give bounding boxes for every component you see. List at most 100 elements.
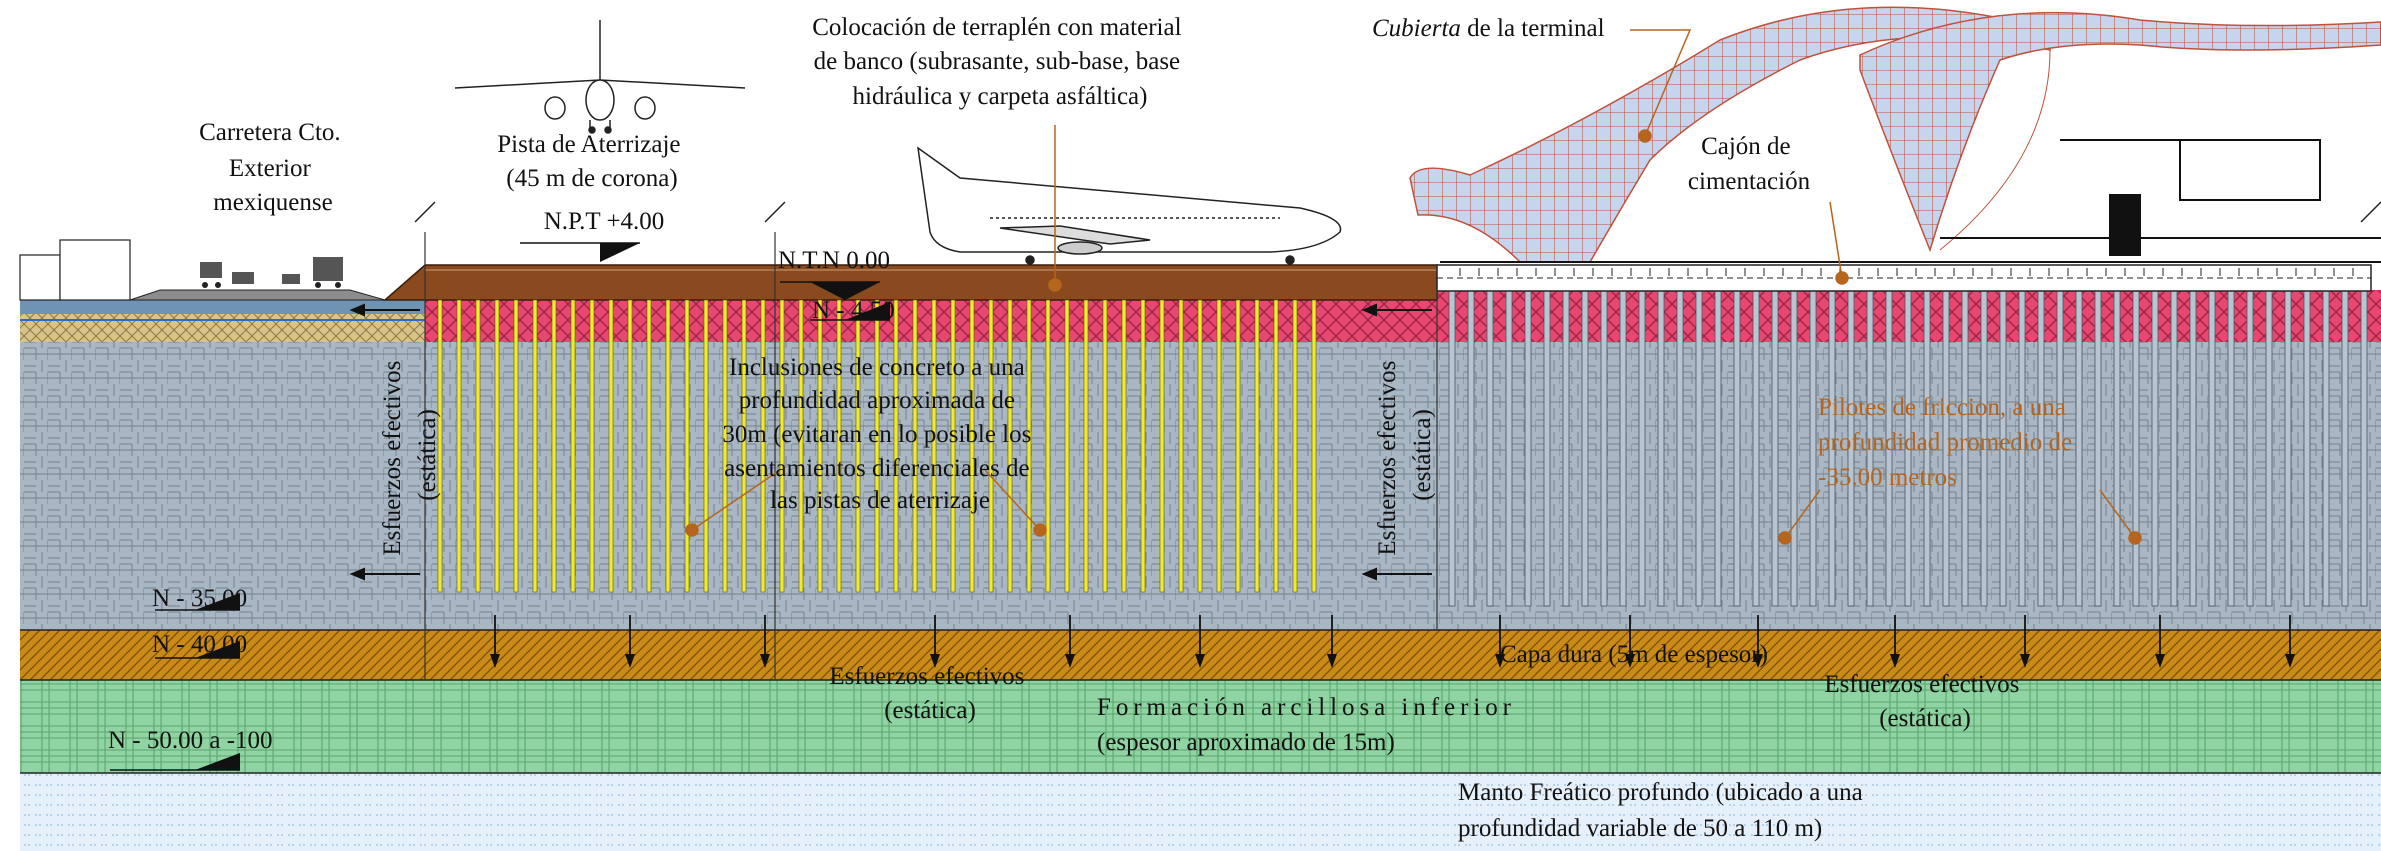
friction-pile [2341, 290, 2349, 607]
label-capa-dura: Capa dura (5m de espesor) [1500, 641, 1768, 668]
inclusion [703, 299, 709, 593]
lower-clay-layer [20, 680, 2381, 773]
inclusion [1273, 299, 1279, 593]
inclusion [1102, 299, 1108, 593]
friction-pile [1524, 290, 1532, 607]
inclusion [1254, 299, 1260, 593]
inclusion [570, 299, 576, 593]
label-colocacion: Colocación de terraplén con material de … [812, 14, 1188, 110]
friction-pile [1448, 290, 1456, 607]
label-pista: Pista de Aterrizaje (45 m de corona) [497, 131, 687, 192]
inclusion [798, 299, 804, 593]
stress-arrows-left [349, 303, 1432, 581]
label-esfuerzos-bottom-right: Esfuerzos efectivos (estática) [1824, 671, 2025, 732]
friction-pile [1695, 290, 1703, 607]
label-cajon: Cajón de cimentación [1688, 133, 1811, 195]
inclusion [1083, 299, 1089, 593]
label-esfuerzos-mid: Esfuerzos efectivos (estática) [1374, 354, 1436, 555]
left-surface-top [20, 300, 425, 314]
inclusion [1140, 299, 1146, 593]
inclusion [1045, 299, 1051, 593]
inclusion [608, 299, 614, 593]
inclusion [1026, 299, 1032, 593]
level-marker-npt [520, 242, 640, 262]
inclusion [1178, 299, 1184, 593]
highway-illustration [19, 239, 386, 301]
inclusion [494, 299, 500, 593]
friction-pile [2113, 290, 2121, 607]
friction-pile [2170, 290, 2178, 607]
inclusion [1292, 299, 1298, 593]
label-n450: N - 4.50 [812, 297, 895, 324]
inclusion [1007, 299, 1013, 593]
friction-pile [1657, 290, 1665, 607]
inclusion [475, 299, 481, 593]
inclusion [456, 299, 462, 593]
friction-pile [1600, 290, 1608, 607]
label-inclusiones: Inclusiones de concreto a una profundida… [722, 354, 1037, 514]
friction-pile [1505, 290, 1513, 607]
friction-pile [2132, 290, 2140, 607]
friction-pile [1638, 290, 1646, 607]
friction-pile [1752, 290, 1760, 607]
left-surface-sand [20, 314, 425, 342]
label-esfuerzos-left: Esfuerzos efectivos (estática) [379, 354, 441, 555]
friction-pile [1771, 290, 1779, 607]
stress-arrows-down [490, 615, 2295, 668]
inclusion [912, 299, 918, 593]
friction-pile [2246, 290, 2254, 607]
inclusion [551, 299, 557, 593]
level-marker-n50 [110, 753, 240, 771]
leader-lines [685, 29, 2142, 545]
label-cubierta: Cubierta de la terminal [1372, 15, 1605, 42]
label-manto: Manto Freático profundo (ubicado a una p… [1458, 779, 1869, 842]
inclusion [627, 299, 633, 593]
friction-pile [2227, 290, 2235, 607]
red-fill-layer-runway [425, 300, 1437, 342]
friction-pile [1619, 290, 1627, 607]
level-marker-n40 [155, 641, 240, 659]
inclusion [1216, 299, 1222, 593]
inclusion [646, 299, 652, 593]
friction-pile [2265, 290, 2273, 607]
inclusion [741, 299, 747, 593]
level-marker-n35 [155, 593, 240, 611]
friction-pile [1676, 290, 1684, 607]
friction-pile [1790, 290, 1798, 607]
inclusion [760, 299, 766, 593]
inclusion [969, 299, 975, 593]
inclusion [722, 299, 728, 593]
inclusion [855, 299, 861, 593]
friction-pile [1714, 290, 1722, 607]
inclusion [1121, 299, 1127, 593]
inclusion [988, 299, 994, 593]
inclusion [1235, 299, 1241, 593]
label-ntn: N.T.N 0.00 [778, 247, 890, 274]
inclusion [893, 299, 899, 593]
friction-pile [2151, 290, 2159, 607]
friction-pile [2322, 290, 2330, 607]
label-carretera: Carretera Cto. Exterior mexiquense [199, 119, 347, 216]
friction-pile [2189, 290, 2197, 607]
concrete-inclusions [437, 299, 1317, 593]
friction-pile [1486, 290, 1494, 607]
inclusion [779, 299, 785, 593]
inclusion [684, 299, 690, 593]
friction-pile [2360, 290, 2368, 607]
inclusion [836, 299, 842, 593]
inclusion [931, 299, 937, 593]
label-esfuerzos-bottom-left: Esfuerzos efectivos (estática) [829, 663, 1030, 724]
friction-pile [1562, 290, 1570, 607]
inclusion [513, 299, 519, 593]
terminal-interior [1440, 139, 2381, 263]
inclusion [874, 299, 880, 593]
inclusion [665, 299, 671, 593]
terminal-roof [1409, 6, 2381, 263]
friction-pile [1809, 290, 1817, 607]
friction-pile [2303, 290, 2311, 607]
airplane-front-view [454, 20, 746, 134]
friction-pile [2094, 290, 2102, 607]
friction-pile [1543, 290, 1551, 607]
friction-pile [1733, 290, 1741, 607]
